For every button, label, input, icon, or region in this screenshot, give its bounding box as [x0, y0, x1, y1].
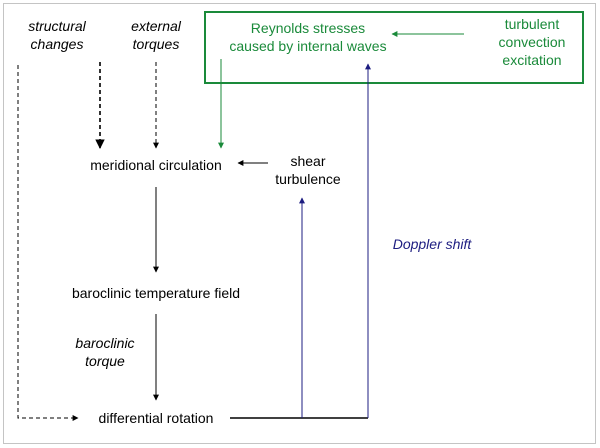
shear-turbulence-label-line-2: turbulence [275, 171, 341, 187]
shear-turbulence-label-line-1: shear [290, 153, 325, 169]
doppler-shift-label-line-1: Doppler shift [393, 236, 473, 252]
doppler-shift-label: Doppler shift [393, 236, 473, 252]
turbulent-convection-label-line-2: convection [499, 34, 566, 50]
meridional-circulation-label: meridional circulation [90, 157, 222, 173]
reynolds-stresses-label-line-2: caused by internal waves [229, 38, 386, 54]
differential-rotation-label-line-1: differential rotation [99, 410, 214, 426]
differential-rotation-label: differential rotation [99, 410, 214, 426]
reynolds-stresses-label: Reynolds stresses caused by internal wave… [229, 20, 386, 54]
baroclinic-temperature-field-label-line-1: baroclinic temperature field [72, 285, 240, 301]
external-torques-label-line-1: external [131, 18, 182, 34]
structural-changes-label: structural changes [28, 18, 86, 52]
structural-changes-label-line-2: changes [31, 36, 84, 52]
baroclinic-torque-label-line-1: baroclinic [75, 335, 134, 351]
baroclinic-torque-label-line-2: torque [85, 353, 125, 369]
diagram-frame [3, 3, 596, 444]
turbulent-convection-label: turbulent convection excitation [499, 16, 566, 68]
turbulent-convection-label-line-3: excitation [502, 52, 561, 68]
structural-changes-to-differential-rotation-arrow [17, 65, 79, 421]
baroclinic-temperature-field-label: baroclinic temperature field [72, 285, 240, 301]
external-torques-label-line-2: torques [133, 36, 180, 52]
external-torques-label: external torques [131, 18, 182, 52]
reynolds-group-box [204, 11, 584, 84]
structural-changes-label-line-1: structural [28, 18, 86, 34]
meridional-circulation-label-line-1: meridional circulation [90, 157, 222, 173]
turbulent-convection-label-line-1: turbulent [505, 16, 560, 32]
baroclinic-torque-label: baroclinic torque [75, 335, 134, 369]
reynolds-stresses-label-line-1: Reynolds stresses [251, 20, 365, 36]
shear-turbulence-label: shear turbulence [275, 153, 341, 187]
